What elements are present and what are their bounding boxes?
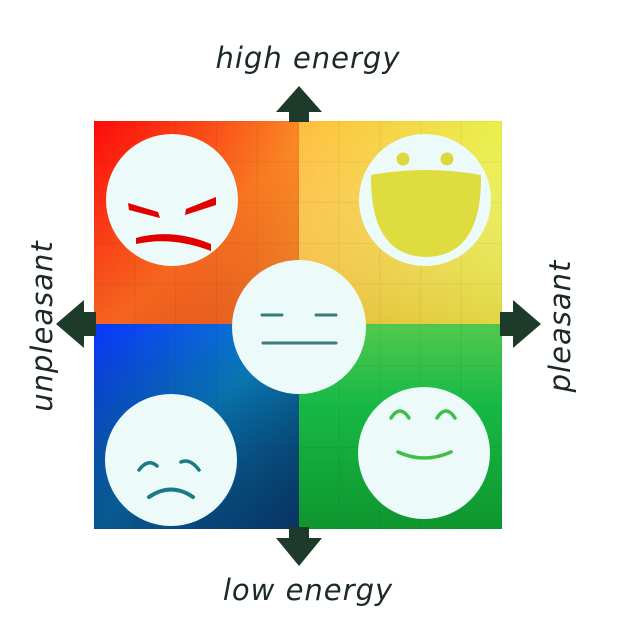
arrow-left-icon — [56, 300, 96, 348]
angry-face-icon — [106, 134, 238, 266]
sad-face-icon — [105, 394, 237, 526]
axis-label-unpleasant: unpleasant — [25, 240, 59, 412]
arrow-down-icon — [276, 527, 322, 566]
axis-label-low-energy: low energy — [222, 573, 394, 607]
arrow-right-icon — [500, 300, 541, 348]
arrow-up-icon — [276, 86, 322, 122]
excited-face-icon — [359, 134, 491, 266]
axis-label-high-energy: high energy — [215, 41, 401, 75]
neutral-face-icon — [232, 260, 366, 394]
axis-label-pleasant: pleasant — [543, 259, 577, 393]
calm-face-icon — [358, 387, 490, 519]
